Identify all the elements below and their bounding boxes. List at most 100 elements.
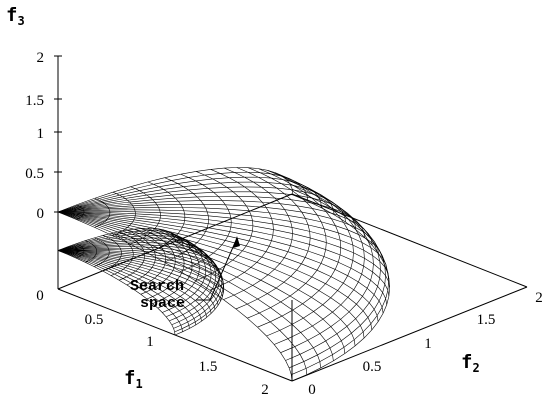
mesh-meridian-line [203,253,208,257]
mesh-latitude-line [132,205,135,208]
mesh-meridian-line [79,201,102,207]
mesh-meridian-line [94,235,104,239]
mesh-meridian-line [206,254,210,258]
mesh-latitude-line [287,245,291,252]
mesh-meridian-line [292,309,304,319]
mesh-meridian-line [120,270,131,276]
mesh-meridian-line [305,368,308,375]
mesh-latitude-line [305,201,313,209]
mesh-meridian-line [168,275,178,280]
mesh-meridian-line [266,207,285,210]
mesh-meridian-line [94,191,113,199]
mesh-meridian-line [260,172,272,175]
mesh-meridian-line [203,204,226,206]
mesh-meridian-line [67,253,77,259]
mesh-meridian-line [222,200,243,202]
mesh-latitude-line [320,256,325,264]
mesh-latitude-line [190,258,193,263]
mesh-meridian-line [83,250,97,252]
mesh-meridian-line [384,283,389,291]
mesh-meridian-line [257,298,271,308]
mesh-latitude-line [377,313,384,322]
mesh-meridian-line [83,209,110,212]
mesh-latitude-line [102,269,106,272]
mesh-latitude-line [108,266,111,269]
mesh-meridian-line [85,262,95,267]
mesh-latitude-line [119,230,123,233]
mesh-meridian-line [279,330,289,339]
mesh-latitude-line [110,265,114,268]
mesh-latitude-line [158,220,160,224]
mesh-latitude-line [127,263,130,267]
mesh-latitude-line [340,297,349,306]
mesh-meridian-line [201,260,220,270]
mesh-latitude-line [147,280,152,284]
mesh-meridian-line [226,264,245,273]
mesh-latitude-line [244,186,252,193]
mesh-latitude-line [152,228,160,232]
mesh-meridian-line [114,273,124,279]
mesh-latitude-line [173,325,182,329]
mesh-meridian-line [374,241,378,248]
mesh-latitude-line [152,293,159,297]
mesh-meridian-line [269,321,280,331]
mesh-latitude-line [168,306,176,310]
mesh-latitude-line [180,226,183,231]
mesh-meridian-line [257,196,275,199]
mesh-latitude-line [127,225,130,228]
mesh-meridian-line [246,245,267,252]
mesh-meridian-line [222,289,224,293]
mesh-latitude-line [159,281,164,285]
mesh-latitude-line [229,227,232,232]
mesh-meridian-line [108,205,133,208]
mesh-latitude-line [276,187,285,195]
mesh-latitude-line [218,196,223,201]
mesh-meridian-line [69,246,82,249]
mesh-meridian-line [116,262,128,267]
f1-axis-title: f1 [124,367,143,391]
mesh-meridian-line [189,241,193,245]
mesh-latitude-line [166,276,170,280]
mesh-latitude-line [152,199,156,203]
mesh-meridian-line [202,250,206,254]
f3-tick-2: 2 [37,50,45,66]
mesh-meridian-line [230,217,253,222]
mesh-meridian-line [102,198,126,203]
mesh-latitude-line [129,272,134,276]
mesh-latitude-line [146,194,151,198]
mesh-latitude-line [112,233,117,236]
mesh-latitude-line [307,333,321,341]
mesh-meridian-line [352,244,364,251]
mesh-meridian-line [274,197,292,201]
mesh-meridian-line [343,222,355,228]
mesh-latitude-line [142,260,145,263]
mesh-latitude-line [214,305,219,310]
mesh-latitude-line [320,360,334,369]
mesh-latitude-line [142,237,146,241]
mesh-meridian-line [317,354,321,362]
mesh-meridian-line [304,190,308,196]
mesh-meridian-line [173,236,176,240]
mesh-meridian-line [142,237,164,246]
mesh-latitude-line [105,268,109,271]
mesh-latitude-line [181,253,184,258]
mesh-meridian-line [213,191,234,193]
mesh-meridian-line [164,233,171,235]
mesh-latitude-line [337,254,341,263]
mesh-meridian-line [173,292,181,297]
mesh-meridian-line [337,290,349,298]
mesh-meridian-line [222,280,224,285]
mesh-meridian-line [291,227,310,232]
mesh-latitude-line [372,245,379,254]
mesh-meridian-line [195,280,211,291]
mesh-meridian-line [296,269,312,278]
mesh-meridian-line [188,188,209,191]
mesh-meridian-line [207,211,230,214]
mesh-latitude-line [207,281,211,286]
mesh-meridian-line [70,251,83,255]
mesh-latitude-line [303,311,314,319]
mesh-latitude-line [294,340,308,347]
mesh-latitude-line [312,318,324,327]
mesh-latitude-line [226,259,233,265]
mesh-latitude-line [188,321,196,326]
